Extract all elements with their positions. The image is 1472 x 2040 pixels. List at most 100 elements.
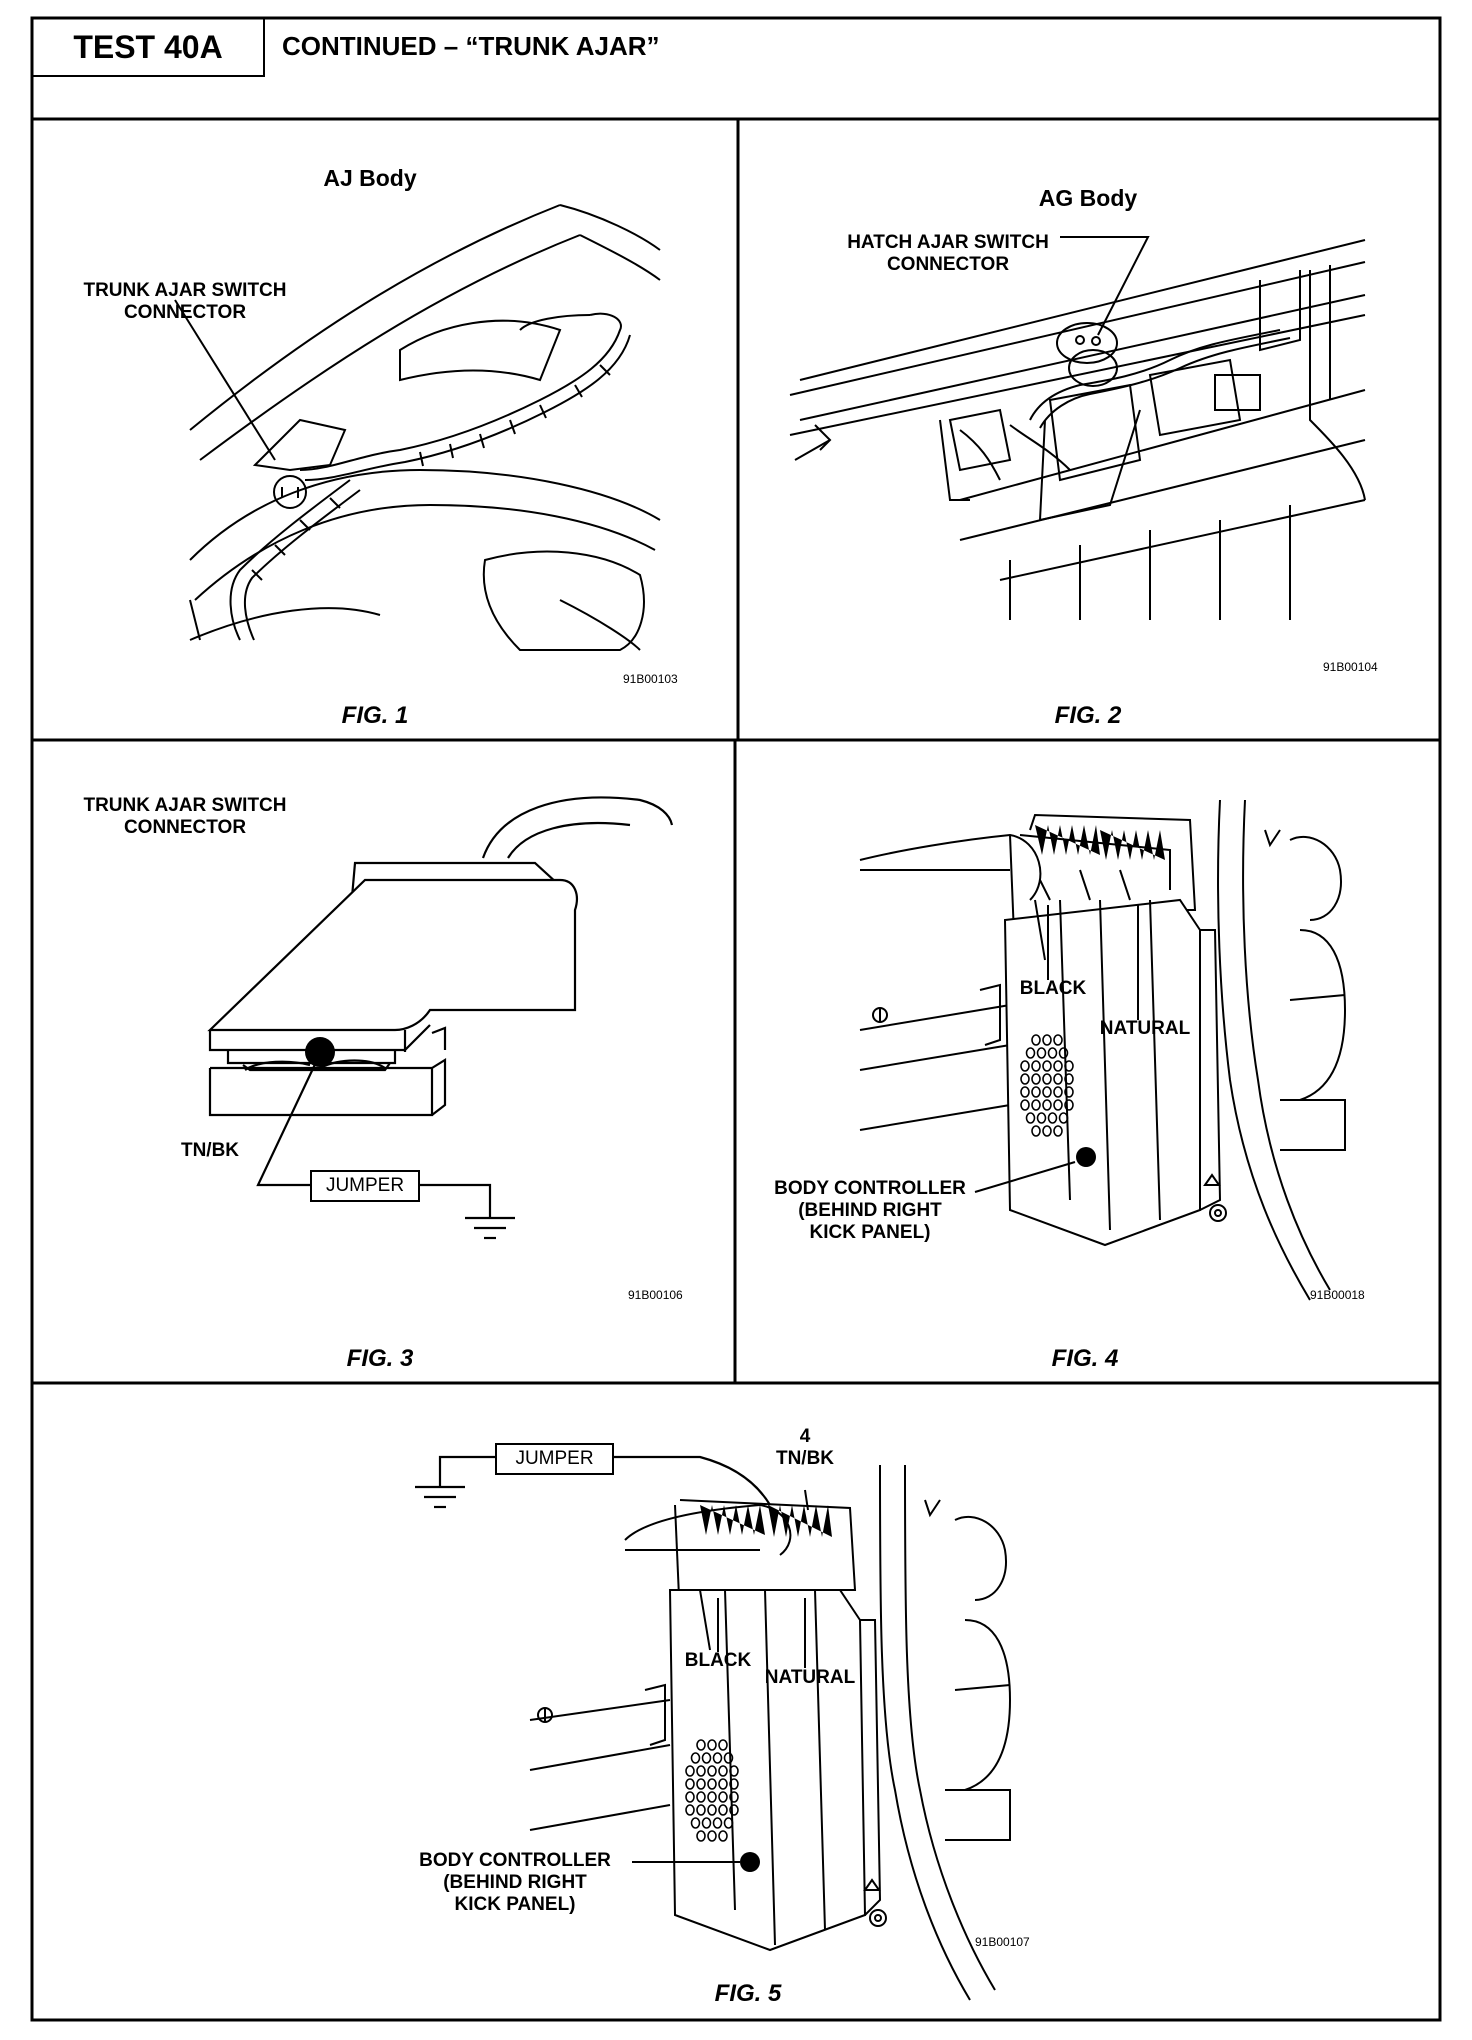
vent-hole: [1053, 1086, 1063, 1098]
fig5-controller-drawing: [529, 1464, 1012, 2001]
vent-hole: [1042, 1034, 1052, 1046]
vent-hole: [1036, 1047, 1047, 1059]
page-title: CONTINUED – “TRUNK AJAR”: [282, 31, 660, 61]
vent-hole: [1058, 1047, 1069, 1059]
vent-hole: [718, 1791, 728, 1803]
vent-hole: [1042, 1073, 1052, 1085]
vent-hole: [707, 1778, 717, 1790]
fig1-body-title: AJ Body: [323, 165, 417, 191]
vent-hole: [685, 1804, 695, 1816]
fig2-caption: FIG. 2: [1054, 702, 1122, 729]
vent-hole: [718, 1778, 728, 1790]
fig5-body-controller-label: BODY CONTROLLER (BEHIND RIGHT KICK PANEL…: [419, 1850, 611, 1915]
vent-hole: [718, 1804, 728, 1816]
fig4-caption: FIG. 4: [1051, 1345, 1119, 1372]
vent-hole: [696, 1804, 706, 1816]
vent-hole: [1064, 1060, 1074, 1072]
vent-hole: [729, 1804, 739, 1816]
fig1-switch-connector-label: TRUNK AJAR SWITCH CONNECTOR: [83, 280, 287, 323]
vent-hole: [1025, 1047, 1036, 1059]
vent-hole: [701, 1817, 712, 1829]
fig1-trunk-drawing: [189, 204, 661, 651]
vent-hole: [1053, 1125, 1063, 1137]
vent-hole: [1031, 1125, 1041, 1137]
vent-hole: [1047, 1047, 1058, 1059]
vent-hole: [696, 1739, 706, 1751]
fig1-figure-code: 91B00103: [623, 672, 678, 686]
fig1-harness-segments: [251, 364, 611, 581]
vent-hole: [1042, 1125, 1052, 1137]
vent-hole: [1042, 1099, 1052, 1111]
vent-hole: [1064, 1099, 1074, 1111]
fig5-pin-wire-label: 4 TN/BK: [775, 1426, 835, 1469]
vent-hole: [685, 1778, 695, 1790]
vent-hole: [707, 1804, 717, 1816]
fig4-figure-code: 91B00018: [1310, 1288, 1365, 1302]
vent-hole: [729, 1778, 739, 1790]
header-test-box: [31, 17, 265, 77]
vent-hole: [718, 1830, 728, 1842]
fig1-leader-line: [174, 299, 276, 461]
vent-hole: [1020, 1060, 1030, 1072]
vent-hole: [1053, 1060, 1063, 1072]
fig3-caption: FIG. 3: [346, 1345, 414, 1372]
fig5-figure-code: 91B00107: [975, 1935, 1030, 1949]
fig5-jumper-box: JUMPER: [495, 1443, 614, 1475]
vent-hole: [1031, 1060, 1041, 1072]
fig3-wire-color-label: TN/BK: [180, 1140, 240, 1161]
vent-hole: [1020, 1099, 1030, 1111]
vent-hole: [1058, 1112, 1069, 1124]
vent-hole: [1042, 1060, 1052, 1072]
vent-hole: [1047, 1112, 1058, 1124]
vent-hole: [1064, 1073, 1074, 1085]
fig5-natural-connector-label: NATURAL: [764, 1667, 856, 1688]
vent-hole: [696, 1765, 706, 1777]
fig3-jumper-wire: [256, 1057, 515, 1240]
vent-hole: [712, 1817, 723, 1829]
vent-hole: [1020, 1073, 1030, 1085]
fig3-terminal-dot: [305, 1037, 335, 1067]
page-frame: [30, 16, 1442, 2022]
fig3-switch-connector-label: TRUNK AJAR SWITCH CONNECTOR: [83, 795, 287, 838]
fig4-connector-teeth: [1035, 825, 1165, 860]
vent-hole: [712, 1752, 723, 1764]
vent-hole: [696, 1830, 706, 1842]
vent-hole: [1020, 1086, 1030, 1098]
vent-hole: [707, 1739, 717, 1751]
fig3-connector-drawing: [207, 796, 674, 1117]
fig4-vent-holes: [1020, 1034, 1074, 1137]
vent-hole: [707, 1765, 717, 1777]
vent-hole: [701, 1752, 712, 1764]
vent-hole: [1031, 1086, 1041, 1098]
vent-hole: [707, 1791, 717, 1803]
fig5-caption: FIG. 5: [714, 1980, 782, 2007]
fig5-leader-lines: [632, 1489, 809, 1863]
vent-hole: [723, 1752, 734, 1764]
fig5-vent-holes: [685, 1739, 739, 1842]
vent-hole: [718, 1765, 728, 1777]
vent-hole: [1053, 1034, 1063, 1046]
vent-hole: [690, 1817, 701, 1829]
vent-hole: [723, 1817, 734, 1829]
vent-hole: [1025, 1112, 1036, 1124]
vent-hole: [729, 1791, 739, 1803]
fig4-pin-dot: [1076, 1147, 1096, 1167]
vent-hole: [1053, 1099, 1063, 1111]
fig2-figure-code: 91B00104: [1323, 660, 1378, 674]
vent-hole: [1042, 1086, 1052, 1098]
vent-hole: [1064, 1086, 1074, 1098]
fig2-leader-line: [1060, 236, 1150, 336]
vent-hole: [685, 1765, 695, 1777]
vent-hole: [696, 1778, 706, 1790]
vent-hole: [1031, 1099, 1041, 1111]
fig4-black-connector-label: BLACK: [1019, 978, 1087, 999]
test-number-label: TEST 40A: [73, 29, 223, 65]
vent-hole: [690, 1752, 701, 1764]
fig5-pin-dot: [740, 1852, 760, 1872]
fig3-figure-code: 91B00106: [628, 1288, 683, 1302]
vent-hole: [1031, 1073, 1041, 1085]
fig5-jumper-wire: [415, 1455, 771, 1509]
fig5-black-connector-label: BLACK: [684, 1650, 752, 1671]
